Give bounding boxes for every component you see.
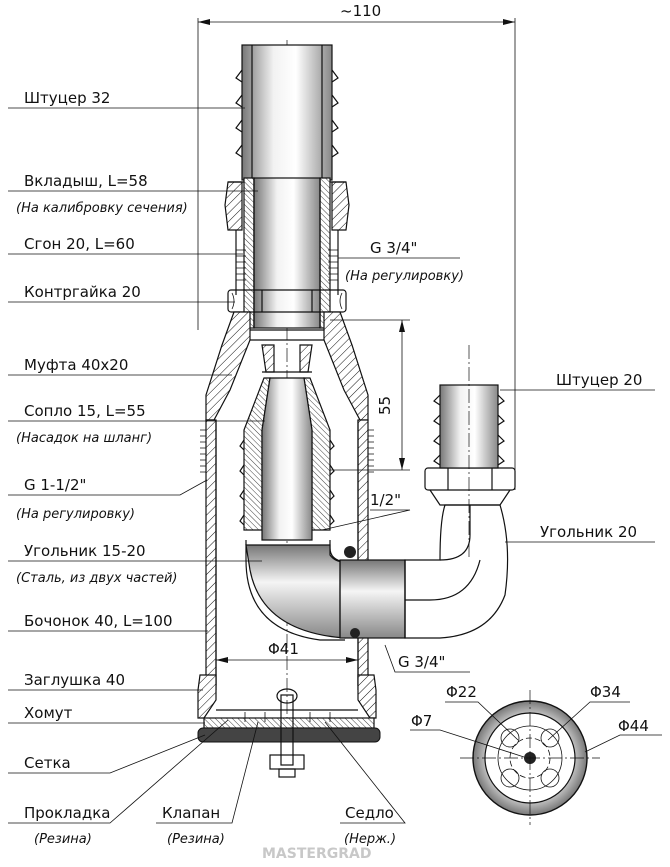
label-thread-g34-top-sub: (На регулировку) (345, 269, 464, 284)
label-nozzle-sub: (Насадок на шланг) (16, 431, 152, 446)
label-pipe-nipple: Сгон 20, L=60 (24, 235, 135, 253)
screen-section-view (460, 690, 600, 825)
dimension-110: ~110 (197, 2, 516, 490)
label-seat: Седло (345, 804, 394, 822)
label-thread-g112-sub: (На регулировку) (16, 507, 135, 522)
dimension-d34-text: Φ34 (590, 683, 621, 701)
label-thread-half: 1/2" (370, 491, 401, 509)
label-gasket: Прокладка (24, 804, 110, 822)
fitting-32 (235, 44, 339, 181)
dimension-d41-text: Φ41 (268, 640, 299, 658)
label-valve-sub: (Резина) (167, 832, 225, 847)
watermark: MASTERGRAD (262, 846, 371, 862)
label-barrel: Бочонок 40, L=100 (24, 612, 173, 630)
label-clamp: Хомут (24, 704, 73, 722)
label-elbow-15-20: Угольник 15-20 (24, 542, 146, 560)
dimension-d41: Φ41 (216, 640, 358, 663)
fitting-20 (424, 345, 516, 560)
label-gasket-sub: (Резина) (34, 832, 92, 847)
dimension-d22-text: Φ22 (446, 683, 477, 701)
label-fitting-32: Штуцер 32 (24, 89, 110, 107)
label-cap: Заглушка 40 (24, 671, 125, 689)
elbow-20-right (404, 504, 509, 639)
label-insert: Вкладыш, L=58 (24, 172, 148, 190)
section-dimension-leaders: Φ22 Φ34 Φ7 Φ44 (410, 683, 662, 758)
label-elbow-15-20-sub: (Сталь, из двух частей) (16, 571, 177, 586)
insert-and-pipe (235, 177, 339, 329)
bottom-cap-assembly (197, 674, 381, 778)
label-elbow-20: Угольник 20 (540, 523, 637, 541)
elbow-15-20 (245, 540, 406, 641)
dimension-55-text: 55 (376, 396, 394, 415)
label-mesh: Сетка (24, 754, 71, 772)
weld-mark-lower (350, 628, 360, 638)
label-fitting-20: Штуцер 20 (556, 371, 642, 389)
coupling-40x20 (205, 311, 369, 421)
label-insert-sub: (На калибровку сечения) (16, 201, 188, 216)
label-seat-sub: (Нерж.) (344, 832, 396, 847)
bottom-labels: Клапан (Резина) Седло (Нерж.) (156, 721, 406, 847)
dimension-d7-text: Φ7 (411, 712, 432, 730)
nozzle-15 (239, 344, 335, 541)
label-coupling: Муфта 40х20 (24, 356, 128, 374)
label-valve: Клапан (162, 804, 220, 822)
dimension-d44-text: Φ44 (618, 717, 649, 735)
label-thread-g34-top: G 3/4" (370, 239, 417, 257)
label-nozzle: Сопло 15, L=55 (24, 402, 146, 420)
dimension-55: 55 (330, 319, 410, 471)
label-locknut: Контргайка 20 (24, 283, 141, 301)
dimension-110-text: ~110 (340, 2, 381, 20)
right-labels: G 3/4" (На регулировку) Штуцер 20 Угольн… (321, 239, 655, 673)
label-thread-g34-bottom: G 3/4" (398, 653, 445, 671)
locknut-20 (227, 289, 347, 313)
left-labels: Штуцер 32 Вкладыш, L=58 (На калибровку с… (8, 89, 265, 847)
label-thread-g112: G 1-1/2" (24, 476, 86, 494)
weld-mark-upper (344, 546, 356, 558)
fitting-32-hex (224, 181, 350, 231)
